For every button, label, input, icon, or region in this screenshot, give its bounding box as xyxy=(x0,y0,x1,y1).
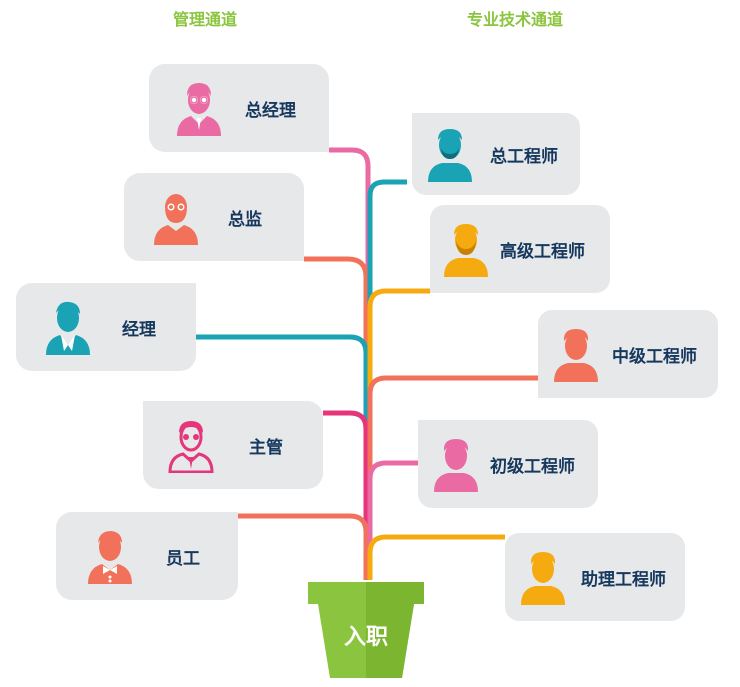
management-track-heading: 管理通道 xyxy=(172,10,237,29)
connector-emp xyxy=(238,513,369,580)
male-manager-icon xyxy=(46,301,90,355)
card-label: 经理 xyxy=(122,319,156,340)
card-manager: 经理 xyxy=(16,283,196,371)
card-label: 员工 xyxy=(166,548,200,569)
bearded-male-icon xyxy=(444,224,488,277)
bearded-male-glasses-icon xyxy=(154,194,198,245)
card-senior-engineer: 高级工程师 xyxy=(430,205,610,293)
male-executive-glasses-icon xyxy=(177,83,221,136)
bearded-male-icon xyxy=(428,129,472,182)
card-label: 高级工程师 xyxy=(500,241,585,262)
card-supervisor: 主管 xyxy=(143,401,323,489)
entry-label: 入职 xyxy=(343,625,388,650)
card-label: 总经理 xyxy=(245,100,296,121)
connector-je xyxy=(367,460,418,580)
connector-ae xyxy=(367,534,505,580)
male-user-icon xyxy=(521,552,565,605)
card-chief-engineer: 总工程师 xyxy=(412,113,580,195)
card-general-manager: 总经理 xyxy=(149,64,329,152)
connector-me xyxy=(367,375,538,580)
card-label: 总工程师 xyxy=(490,146,558,167)
connector-sup xyxy=(323,410,369,580)
card-label: 助理工程师 xyxy=(581,569,666,590)
connector-dir xyxy=(304,256,369,580)
male-user-icon xyxy=(554,329,598,382)
entry-pot xyxy=(308,582,424,678)
connector-gm xyxy=(329,147,371,580)
card-junior-engineer: 初级工程师 xyxy=(418,420,598,508)
male-supervisor-glasses-icon xyxy=(168,421,214,473)
technical-track-heading: 专业技术通道 xyxy=(466,10,563,29)
connector-ce xyxy=(367,179,407,580)
card-label: 总监 xyxy=(228,209,262,230)
card-label: 主管 xyxy=(249,437,283,458)
male-employee-bowtie-icon xyxy=(88,531,132,584)
card-assistant-engineer: 助理工程师 xyxy=(505,533,685,621)
card-label: 中级工程师 xyxy=(612,346,697,367)
card-label: 初级工程师 xyxy=(490,456,575,477)
card-intermediate-engineer: 中级工程师 xyxy=(538,310,718,398)
card-employee: 员工 xyxy=(56,512,238,600)
connector-se xyxy=(367,288,430,580)
connector-mgr xyxy=(196,334,369,580)
card-director: 总监 xyxy=(124,173,304,261)
male-user-icon xyxy=(434,439,478,492)
